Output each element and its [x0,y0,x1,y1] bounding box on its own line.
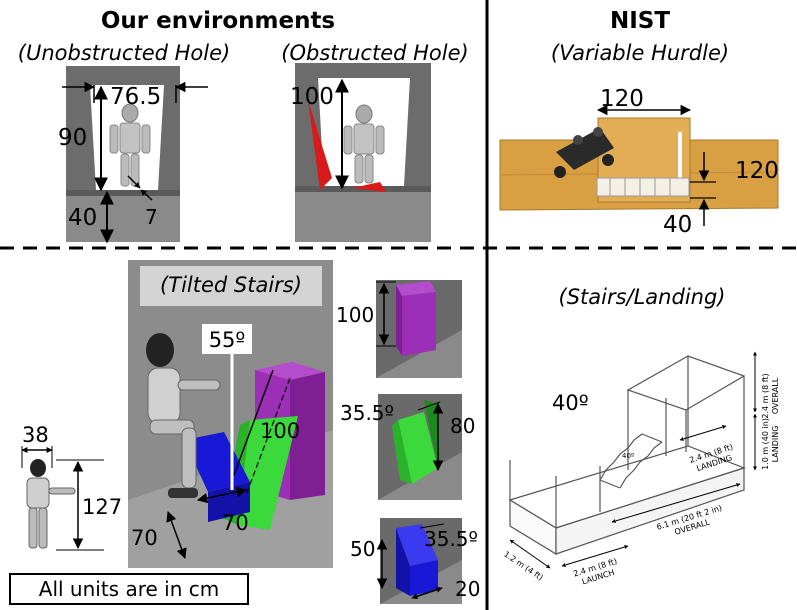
dim-obstructed-height: 100 [290,84,334,110]
dim-tilted-prism-height: 100 [260,419,300,443]
obstructed-hole-scene [295,63,431,242]
tilted-stairs-scene [128,260,333,568]
dim-tilted-step-b: 70 [222,511,249,535]
label-overall-height: 2.4 m (8 ft) OVERALL [761,373,780,418]
variable-hurdle-scene [499,104,779,226]
label-width: 1.2 m (4 ft) [502,550,545,583]
dim-hole-offset: 7 [145,205,158,229]
label-landing-length: 2.4 m (8 ft) LANDING [688,442,734,473]
stairs-angle: 40º [552,391,589,415]
angle-label-box [202,324,252,354]
dim-blue-depth: 20 [455,577,480,601]
obstacle-red-floor [352,182,386,192]
dim-tilted-step-a: 70 [131,526,158,550]
dim-hurdle-width: 120 [600,86,644,112]
svg-text:OVERALL: OVERALL [771,377,780,414]
dim-hurdle-height: 40 [663,212,692,238]
dim-hole-width: 76.5 [110,84,161,110]
header-our-environments: Our environments [101,8,335,34]
unobstructed-hole-scene [62,66,208,244]
blue-block-figure [376,518,462,604]
dim-blue-angle: 35.5º [424,527,478,551]
robot-figure [343,104,385,184]
dim-robot-height: 127 [82,495,122,519]
green-block-figure [378,394,462,500]
dim-hole-base: 40 [68,205,97,231]
dim-blue-height: 50 [350,537,375,561]
title-unobstructed-hole: (Unobstructed Hole) [18,41,230,65]
svg-text:LANDING: LANDING [771,426,780,463]
quadruped-robot [554,127,614,178]
dim-purple-height: 100 [336,303,374,327]
title-stairs-landing: (Stairs/Landing) [559,285,726,309]
purple-block-figure [376,280,462,378]
stairs-small-angle: 40º [622,452,634,460]
tilted-stairs-label-box [140,266,322,306]
humanoid-robot [146,333,221,498]
dim-hole-height: 90 [58,125,87,151]
title-tilted-stairs: (Tilted Stairs) [160,273,302,297]
obstacle-red-left [308,100,332,190]
label-launch-length: 2.4 m (8 ft) LAUNCH [572,557,618,587]
svg-text:2.4 m (8 ft): 2.4 m (8 ft) [761,373,770,418]
dim-tilted-angle: 55º [209,328,246,352]
dim-hurdle-depth: 120 [735,158,779,184]
stairs-landing-dimensions [509,351,757,569]
title-obstructed-hole: (Obstructed Hole) [281,41,468,65]
robot-figure [109,103,151,187]
dim-green-angle: 35.5º [340,401,394,425]
svg-text:1.0 m (40 in): 1.0 m (40 in) [761,418,770,470]
units-note: All units are in cm [39,577,219,601]
robot-dimension-figure [21,446,104,551]
label-landing-height: 1.0 m (40 in) LANDING [761,418,780,470]
dim-green-height: 80 [450,414,475,438]
svg-text:1.2 m (4 ft): 1.2 m (4 ft) [502,550,545,583]
dim-robot-width: 38 [22,423,49,447]
units-note-box [9,573,249,605]
header-nist: NIST [610,8,670,34]
title-variable-hurdle: (Variable Hurdle) [551,41,729,65]
